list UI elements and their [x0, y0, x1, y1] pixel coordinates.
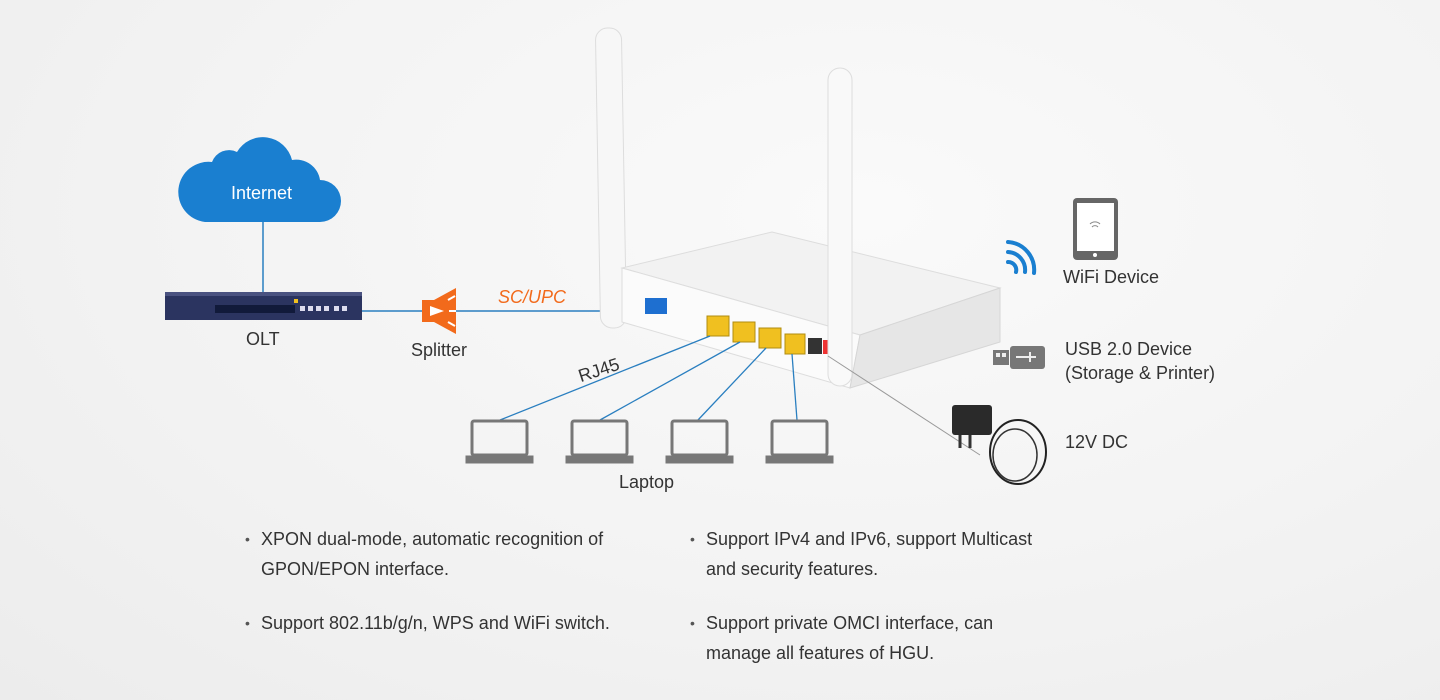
power-adapter-icon [952, 405, 1047, 485]
laptop-icon [665, 419, 734, 464]
laptop-label: Laptop [619, 472, 675, 492]
feature-item: Support private OMCI interface, can mana… [690, 608, 1026, 668]
feature-item: Support 802.11b/g/n, WPS and WiFi switch… [245, 608, 661, 638]
olt-label: OLT [246, 329, 280, 349]
laptop-icons [465, 419, 834, 464]
olt-device-icon [165, 292, 362, 320]
internet-label: Internet [231, 183, 293, 203]
usb-drive-icon [993, 346, 1045, 369]
sc-upc-label: SC/UPC [498, 287, 567, 307]
splitter-icon [422, 288, 456, 334]
usb-label-line2: (Storage & Printer) [1065, 363, 1216, 383]
lan-ports [706, 315, 806, 355]
laptop-icon [465, 419, 534, 464]
rj45-links [499, 335, 798, 421]
power-cable [827, 355, 981, 456]
router-device [595, 27, 1002, 389]
feature-item: Support IPv4 and IPv6, support Multicast… [690, 524, 1066, 584]
internet-cloud-icon [178, 137, 341, 222]
laptop-icon [565, 419, 634, 464]
wifi-device-label: WiFi Device [1063, 267, 1160, 287]
laptop-icon [765, 419, 834, 464]
wifi-signal-icon [1006, 240, 1037, 275]
tablet-icon [1073, 198, 1118, 260]
pon-port [645, 298, 667, 314]
power-label: 12V DC [1065, 432, 1129, 452]
splitter-label: Splitter [411, 340, 468, 360]
usb-label-line1: USB 2.0 Device [1065, 339, 1193, 359]
feature-item: XPON dual-mode, automatic recognition of… [245, 524, 641, 584]
